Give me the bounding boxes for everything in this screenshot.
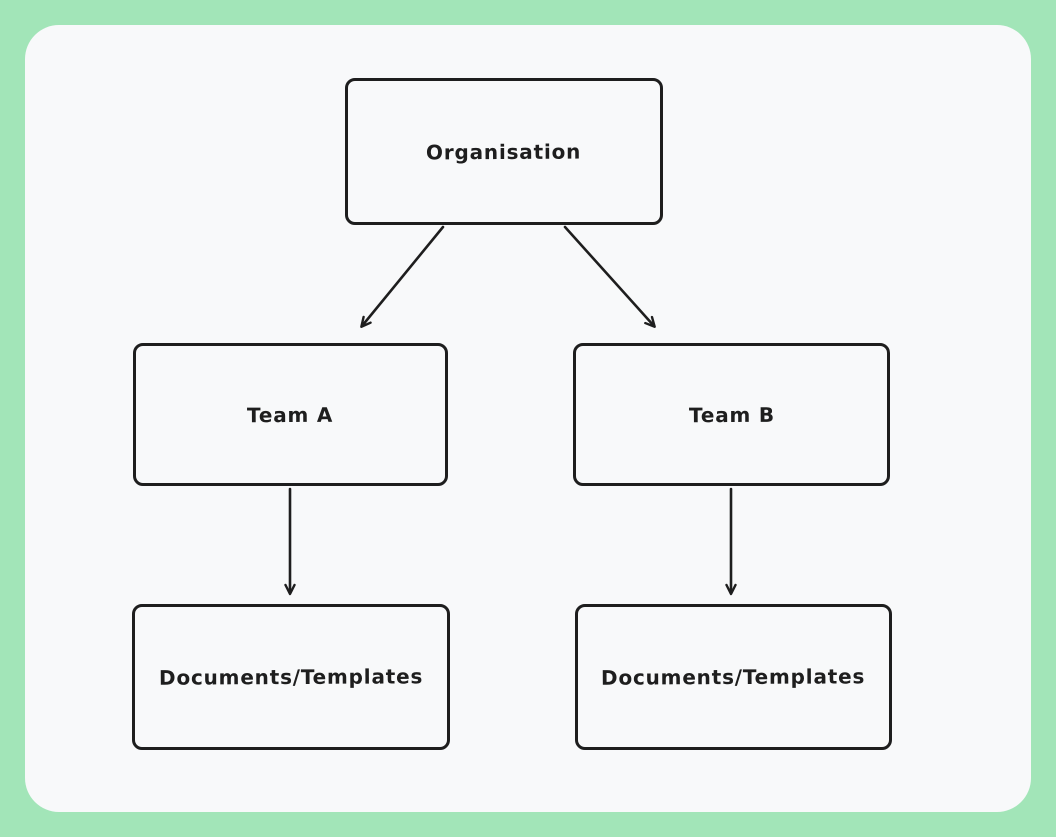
node-team-a[interactable]: Team A: [133, 343, 448, 486]
node-documents-templates-b[interactable]: Documents/Templates: [575, 604, 892, 750]
node-organisation[interactable]: Organisation: [345, 78, 663, 225]
arrow-organisation-to-team-a[interactable]: [360, 225, 445, 328]
node-team-b[interactable]: Team B: [573, 343, 890, 486]
node-documents-templates-b-label: Documents/Templates: [601, 664, 866, 690]
node-team-a-label: Team A: [247, 402, 334, 427]
node-team-b-label: Team B: [688, 402, 775, 427]
arrow-organisation-to-team-b[interactable]: [563, 225, 656, 328]
node-organisation-label: Organisation: [426, 139, 582, 164]
node-documents-templates-a-label: Documents/Templates: [158, 664, 424, 690]
node-documents-templates-a[interactable]: Documents/Templates: [132, 604, 450, 750]
